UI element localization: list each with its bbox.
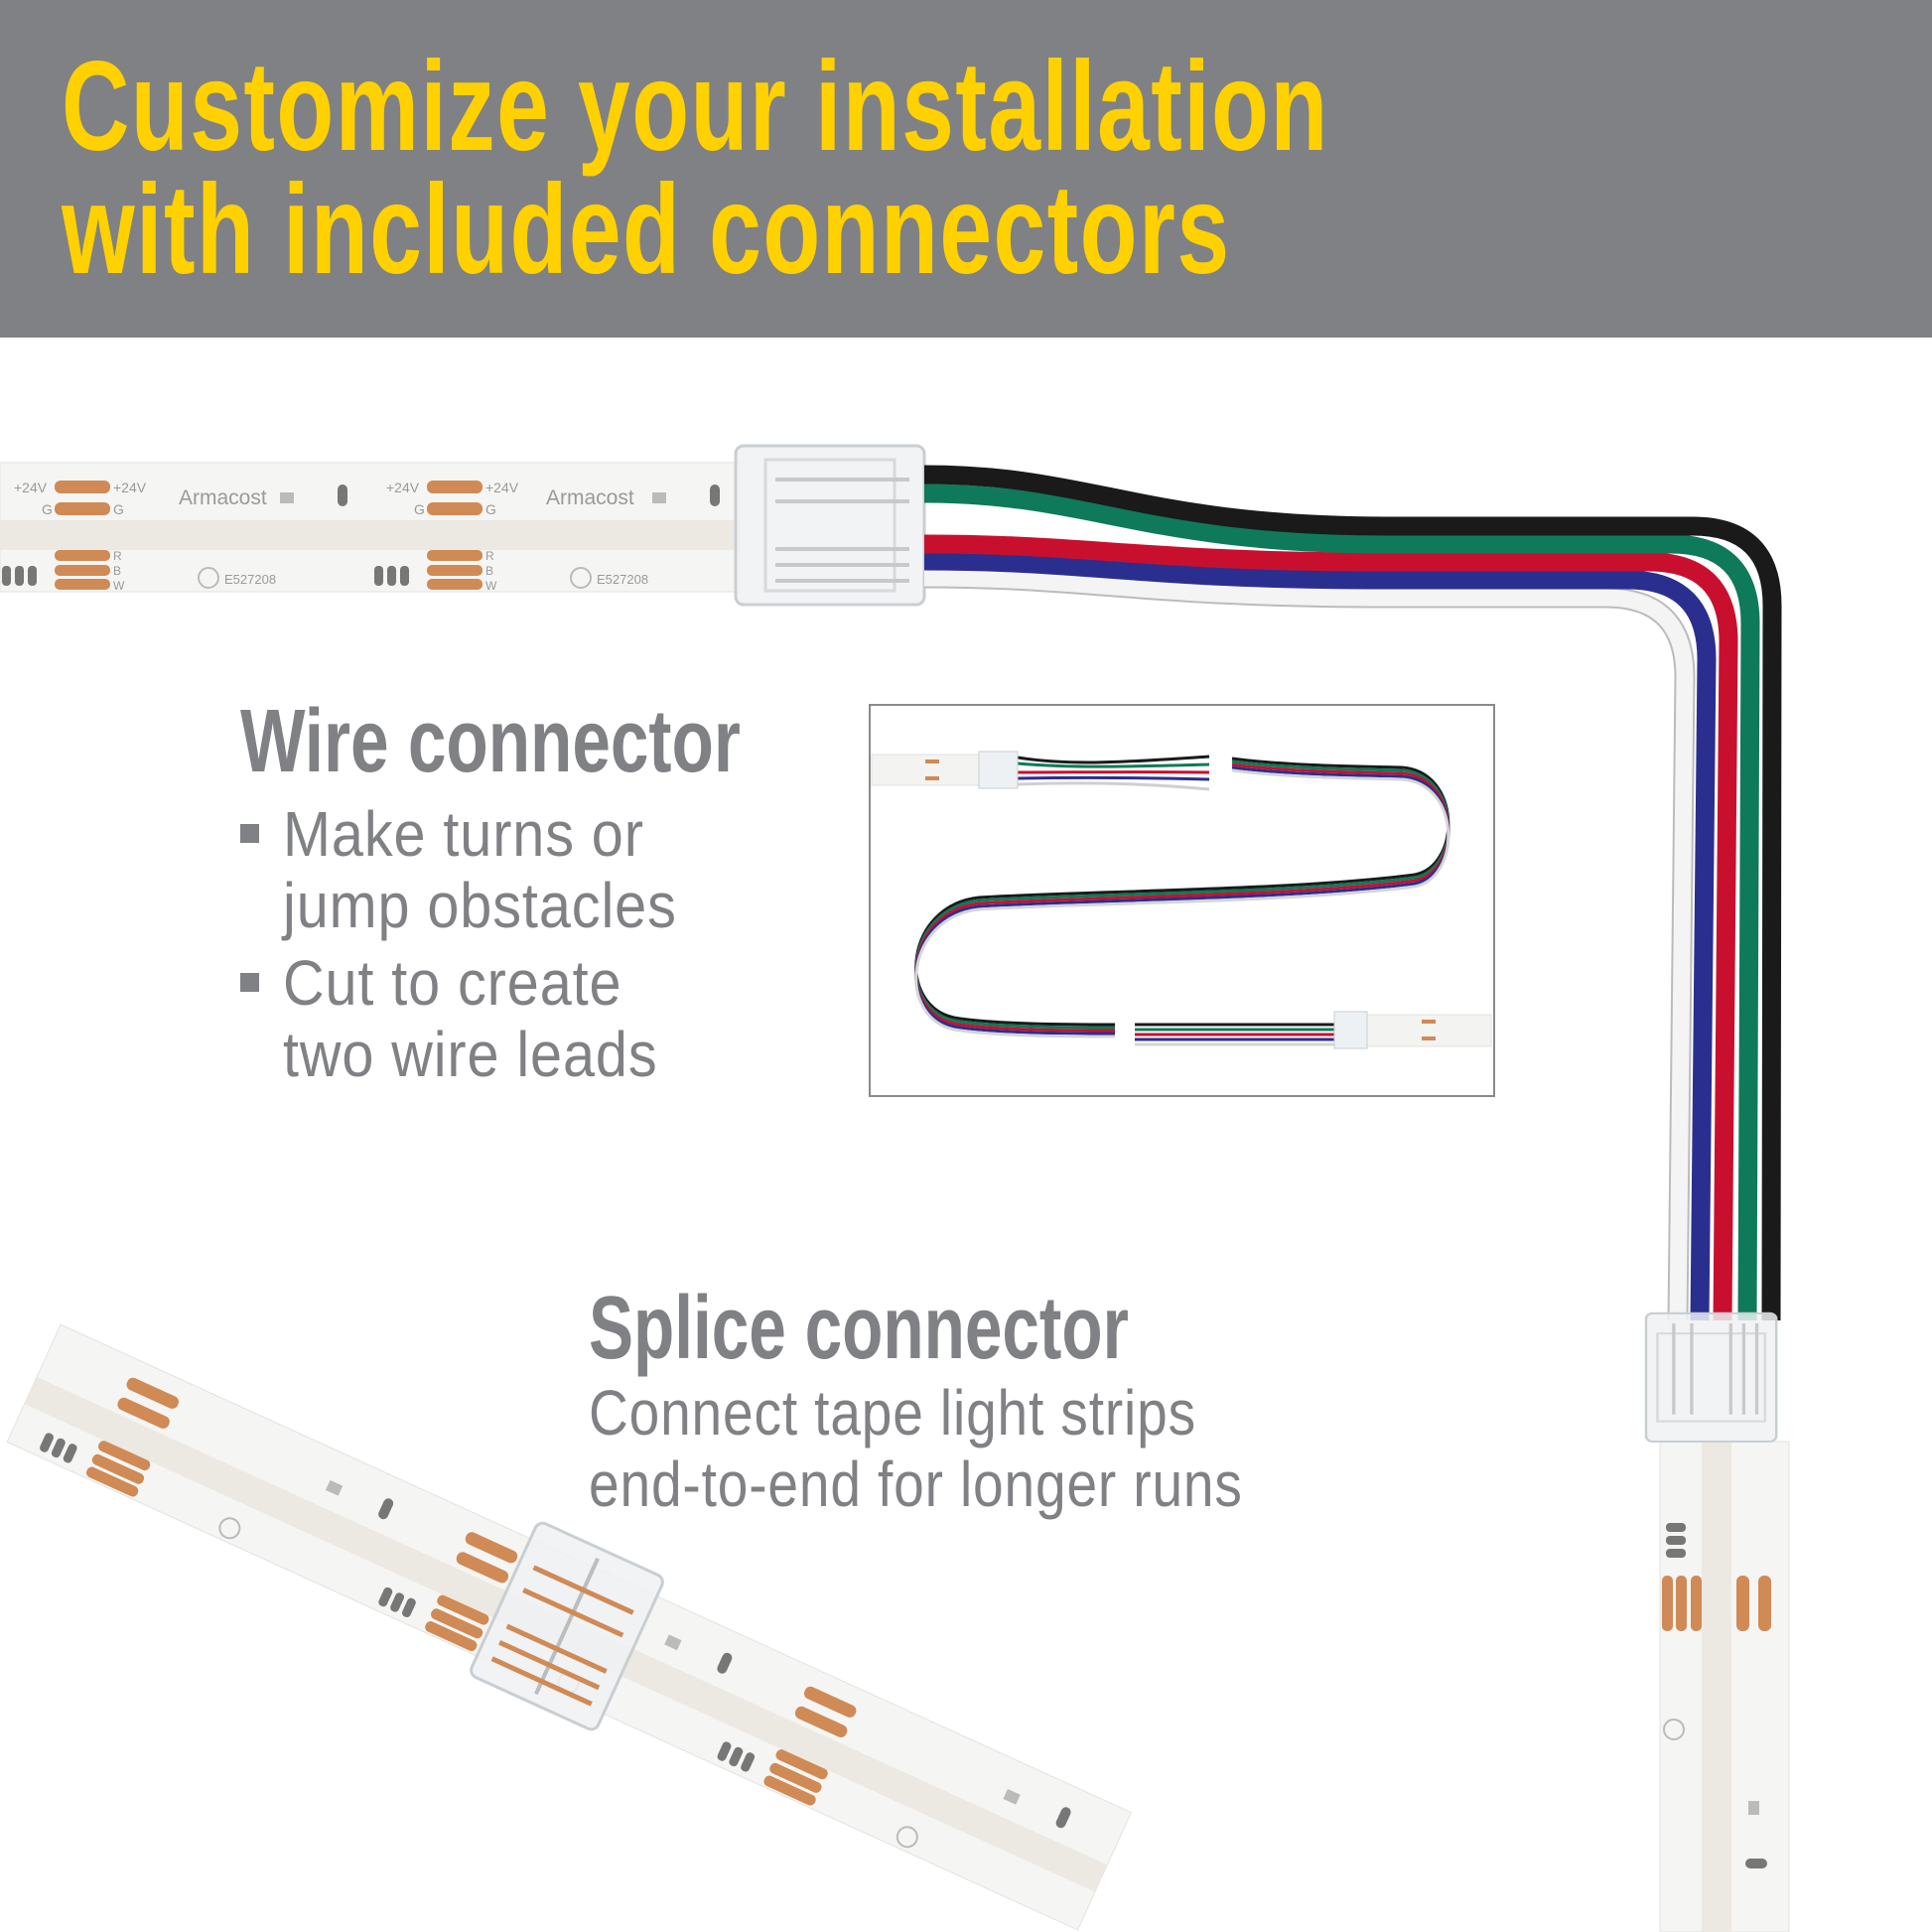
strip-voltage-label: +24V [485, 480, 519, 495]
splice-description-line-2: end-to-end for longer runs [589, 1449, 1243, 1520]
wire-bullet-1-line-1: Make turns or [283, 798, 644, 870]
strip-g-label: G [113, 501, 124, 517]
strip-w-label: W [485, 579, 497, 593]
strip-r-label: R [485, 549, 494, 563]
inset-wire-illustration [871, 751, 1492, 1049]
led-strip-top: +24V +24V G G R B W Armacost E527208 +24… [0, 462, 741, 593]
strip-brand-label: Armacost [179, 486, 267, 509]
wire-connector-clip-top [734, 444, 926, 607]
inset-strip-left [871, 751, 1019, 789]
splice-description-line-1: Connect tape light strips [589, 1377, 1196, 1449]
strip-b-label: B [113, 564, 121, 578]
strip-brand-label: Armacost [546, 486, 634, 509]
strip-r-label: R [113, 549, 122, 563]
led-strip-diagonal [6, 1323, 1133, 1931]
inset-wire-lead-left [1017, 755, 1210, 791]
strip-cert-label: E527208 [224, 572, 276, 587]
strip-cert-label: E527208 [597, 572, 648, 587]
led-strip-vertical [1659, 1441, 1790, 1932]
bullet-icon [240, 824, 259, 843]
wire-bullet-2-line-1: Cut to create [283, 947, 622, 1019]
strip-g-label: G [414, 501, 425, 517]
inset-wire-lead-right [1135, 1023, 1334, 1046]
title-line-2: with included connectors [62, 159, 1231, 301]
inset-strip-right [1333, 1011, 1492, 1049]
title-line-1: Customize your installation [62, 36, 1329, 178]
inset-wire-loop [914, 757, 1450, 1038]
header-banner: Customize your installation with include… [0, 0, 1932, 338]
strip-w-label: W [113, 579, 125, 593]
wire-bullet-2-line-2: two wire leads [283, 1019, 658, 1090]
strip-g-label: G [485, 501, 496, 517]
wire-bullet-1-line-2: jump obstacles [283, 870, 677, 941]
splice-connector-heading: Splice connector [589, 1279, 1129, 1378]
strip-g-label: G [42, 501, 53, 517]
wire-bundle [923, 465, 1782, 1321]
strip-b-label: B [485, 564, 493, 578]
wire-connector-inset-photo [869, 704, 1495, 1097]
splice-connector [470, 1521, 664, 1731]
wire-connector-heading: Wire connector [240, 692, 741, 791]
wire-connector-clip-vertical [1644, 1311, 1778, 1444]
bullet-icon [240, 973, 259, 992]
strip-voltage-label: +24V [386, 480, 420, 495]
strip-voltage-label: +24V [14, 480, 48, 495]
strip-voltage-label: +24V [113, 480, 147, 495]
